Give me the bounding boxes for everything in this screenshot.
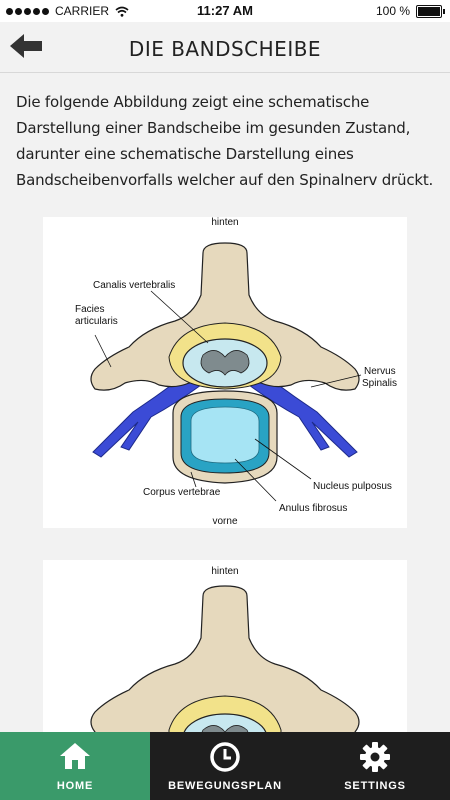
label-corpus: Corpus vertebrae: [143, 487, 221, 498]
label-nervus-2: Spinalis: [362, 378, 397, 389]
label-anulus: Anulus fibrosus: [279, 503, 347, 514]
tab-home-label: HOME: [56, 780, 94, 792]
label-facies-2: articularis: [75, 316, 118, 327]
wifi-icon: [115, 6, 129, 17]
grey-matter-2: [201, 725, 249, 732]
label-canalis: Canalis vertebralis: [93, 280, 175, 291]
back-arrow-icon[interactable]: [8, 31, 44, 61]
home-icon: [60, 743, 90, 769]
label-nervus-1: Nervus: [364, 366, 396, 377]
label-nucleus: Nucleus pulposus: [313, 481, 392, 492]
tab-settings-label: SETTINGS: [344, 780, 406, 792]
nav-header: DIE BANDSCHEIBE: [0, 22, 450, 73]
clock-icon: [210, 742, 240, 772]
status-time: 11:27 AM: [197, 3, 253, 18]
signal-icon: [6, 7, 49, 15]
vertebral-arch-2: [90, 585, 360, 732]
grey-matter: [200, 350, 250, 376]
gear-icon: [360, 742, 390, 772]
battery-label: 100 %: [375, 4, 410, 18]
carrier-label: CARRIER: [55, 4, 110, 18]
status-bar: CARRIER 11:27 AM 100 %: [0, 0, 450, 22]
intro-text: Die folgende Abbildung zeigt eine schema…: [16, 93, 434, 189]
disc-diagram: hinten Canalis vertebralis Facies articu…: [75, 217, 397, 527]
disc-nucleus: [190, 406, 260, 464]
nerve-right: [248, 368, 358, 458]
spinal-cord-2: [183, 713, 267, 732]
tab-bar: HOME BEWEGUNGSPLAN: [0, 732, 450, 800]
battery-icon: [416, 4, 445, 18]
label-facies-1: Facies: [75, 304, 104, 315]
label-hinten: hinten: [211, 217, 238, 228]
tab-bewegungsplan-label: BEWEGUNGSPLAN: [168, 780, 282, 792]
content-scroll[interactable]: Die folgende Abbildung zeigt eine schema…: [0, 73, 450, 732]
tab-bewegungsplan[interactable]: BEWEGUNGSPLAN: [150, 732, 300, 800]
figure-herniated-disc: hinten: [43, 560, 407, 732]
figure-healthy-disc: hinten Canalis vertebralis Facies articu…: [43, 217, 407, 528]
vertebral-arch: [90, 242, 360, 391]
tab-home[interactable]: HOME: [0, 732, 150, 800]
page-title: DIE BANDSCHEIBE: [128, 37, 322, 61]
herniated-disc-diagram: hinten: [90, 566, 360, 732]
label-hinten-2: hinten: [211, 566, 238, 577]
nerve-left: [92, 368, 202, 458]
label-vorne: vorne: [212, 516, 237, 527]
tab-settings[interactable]: SETTINGS: [300, 732, 450, 800]
